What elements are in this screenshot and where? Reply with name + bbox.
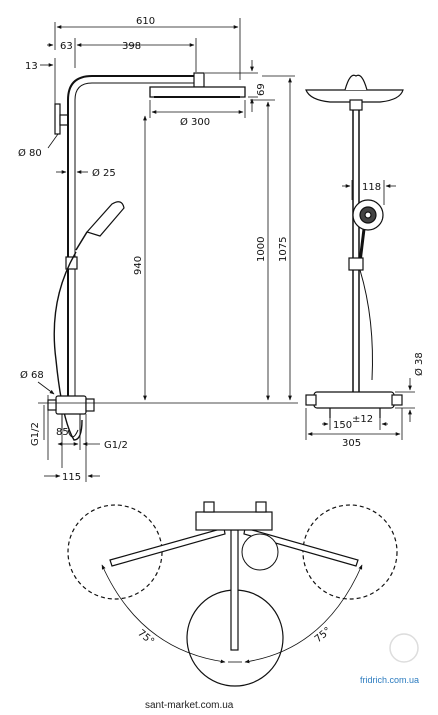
site-watermark: sant-market.com.ua xyxy=(145,700,234,711)
angle-right: 75° xyxy=(313,625,334,645)
dim-thermostat-diameter: Ø 68 xyxy=(20,369,44,381)
head-connector xyxy=(193,72,205,88)
brand-logo xyxy=(389,633,419,663)
left-swing-arc xyxy=(101,564,226,664)
dim-115: 115 xyxy=(62,472,81,483)
dim-1000: 1000 xyxy=(256,237,267,262)
watermarks: fridrich.com.ua sant-market.com.ua xyxy=(145,633,419,711)
dim-305: 305 xyxy=(342,438,361,449)
riser-clamp xyxy=(65,256,78,270)
front-slider xyxy=(348,257,364,271)
front-dimension-lines xyxy=(305,180,415,440)
front-labels: 118 Ø 38 150 ±12 305 xyxy=(333,182,425,449)
side-labels: 610 63 398 13 69 Ø 300 Ø 80 Ø 25 940 100… xyxy=(18,16,289,483)
dim-118: 118 xyxy=(362,182,381,193)
dim-940: 940 xyxy=(133,256,144,275)
dim-head-diameter: Ø 300 xyxy=(180,116,210,128)
brand-watermark: fridrich.com.ua xyxy=(360,675,419,685)
dim-g-left: G1/2 xyxy=(30,422,41,446)
left-arm-position xyxy=(109,527,226,567)
side-view xyxy=(47,72,246,441)
side-dimension-lines xyxy=(37,18,298,482)
front-head xyxy=(305,89,404,103)
top-arm xyxy=(230,529,239,651)
overhead-shower-head xyxy=(149,86,246,98)
dim-150: 150 xyxy=(333,420,352,431)
dim-1075: 1075 xyxy=(278,237,289,262)
thermostat-side xyxy=(55,395,87,415)
dim-g-right: G1/2 xyxy=(104,440,128,451)
dim-398: 398 xyxy=(122,41,141,52)
top-thermostat xyxy=(195,511,273,531)
front-thermostat xyxy=(313,391,395,409)
dim-13: 13 xyxy=(25,61,38,72)
dim-pipe-diameter: Ø 25 xyxy=(92,167,116,179)
dim-tolerance: ±12 xyxy=(352,414,373,425)
dim-85: 85 xyxy=(56,427,69,438)
right-swing-arc xyxy=(244,564,363,664)
dim-38: Ø 38 xyxy=(413,352,425,376)
top-view xyxy=(67,501,398,687)
front-view xyxy=(305,74,404,418)
wall-flange xyxy=(54,103,61,135)
dim-69: 69 xyxy=(256,83,267,96)
dim-63: 63 xyxy=(60,41,73,52)
hand-shower xyxy=(85,201,125,237)
riser-pipe xyxy=(67,75,196,402)
angle-left: 75° xyxy=(135,628,156,648)
dim-flange-diameter: Ø 80 xyxy=(18,147,42,159)
dim-610: 610 xyxy=(136,16,155,27)
